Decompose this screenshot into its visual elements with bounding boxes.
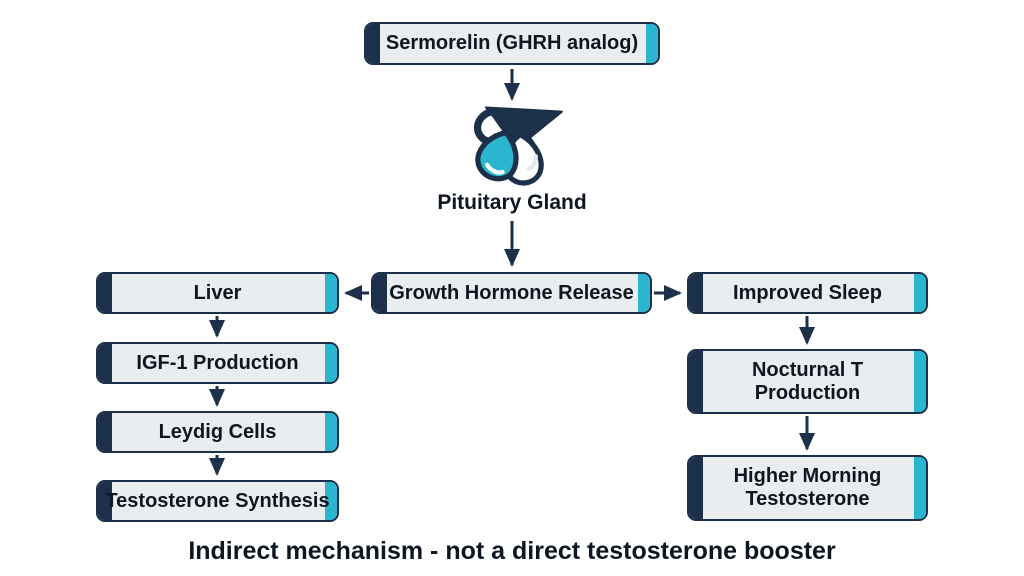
node-liver-label: Liver xyxy=(193,281,242,304)
node-improved-sleep-label: Improved Sleep xyxy=(733,281,882,304)
node-sermorelin-label: Sermorelin (GHRH analog) xyxy=(385,32,639,54)
node-leydig-cells-label: Leydig Cells xyxy=(158,420,277,443)
node-higher-morning-testosterone-label: Higher Morning Testosterone xyxy=(733,465,882,510)
node-growth-hormone-release-label: Growth Hormone Release xyxy=(389,281,634,304)
pituitary-gland-label: Pituitary Gland xyxy=(437,191,587,214)
node-sermorelin: Sermorelin (GHRH analog) xyxy=(364,22,660,65)
pituitary-gland-icon xyxy=(460,104,564,190)
node-igf1-production-label: IGF-1 Production xyxy=(136,351,299,374)
node-nocturnal-t-production-label: Nocturnal T Production xyxy=(751,358,864,404)
node-higher-morning-testosterone: Higher Morning Testosterone xyxy=(687,455,928,521)
node-testosterone-synthesis: Testosterone Synthesis xyxy=(96,480,339,522)
node-leydig-cells: Leydig Cells xyxy=(96,411,339,453)
node-testosterone-synthesis-label: Testosterone Synthesis xyxy=(105,489,330,512)
node-liver: Liver xyxy=(96,272,339,314)
node-improved-sleep: Improved Sleep xyxy=(687,272,928,314)
diagram-caption: Indirect mechanism - not a direct testos… xyxy=(188,537,836,565)
node-growth-hormone-release: Growth Hormone Release xyxy=(371,272,652,314)
node-igf1-production: IGF-1 Production xyxy=(96,342,339,384)
node-nocturnal-t-production: Nocturnal T Production xyxy=(687,349,928,414)
